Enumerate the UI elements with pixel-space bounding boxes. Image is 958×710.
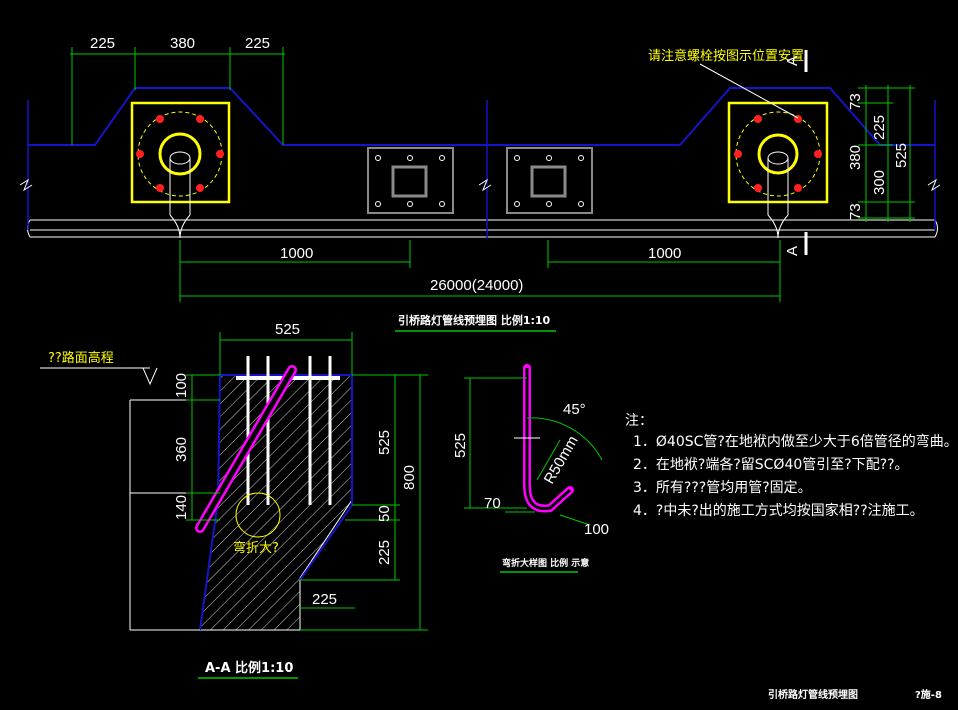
bend-title: 弯折大样图 比例 示意 (502, 557, 589, 569)
section-title: A-A 比例1:10 (205, 660, 293, 676)
bend-dim-100: 100 (584, 521, 609, 538)
bottom-dimension-lines (179, 240, 781, 302)
bolt-callout: 请注意螺栓按图示位置安置 (648, 48, 804, 64)
section-left-dim-100: 100 (173, 373, 190, 398)
note-4: 4．?中未?出的施工方式均按国家相??注施工。 (633, 502, 924, 519)
section-right-dim-525: 525 (376, 430, 393, 455)
section-left-dim-360: 360 (173, 437, 190, 462)
bend-circle (235, 492, 281, 538)
top-dim-2: 380 (170, 35, 195, 52)
anchor-box-right (727, 101, 829, 239)
bend-dim-70: 70 (484, 495, 501, 512)
section-dimension-lines (186, 332, 428, 631)
svg-text:A: A (784, 56, 801, 66)
svg-text:A: A (784, 246, 801, 256)
sheet-number: ?施-8 (915, 688, 942, 701)
footer-title: 引桥路灯管线预埋图 (768, 688, 858, 701)
section-bottom-dim: 225 (312, 591, 337, 608)
section-mark-top: A (784, 50, 808, 72)
right-dim-300: 300 (871, 170, 888, 195)
top-dimension-lines (70, 47, 285, 145)
callout-leader (699, 63, 799, 119)
note-2: 2．在地袱?端各?留SCØ40管引至?下配??。 (633, 456, 909, 473)
right-dim-380: 380 (847, 145, 864, 170)
bend-radius: R50mm (541, 433, 582, 487)
bend-angle: 45° (563, 401, 586, 418)
top-dim-1: 225 (90, 35, 115, 52)
section-top-dim: 525 (275, 321, 300, 338)
bottom-dim-left: 1000 (280, 245, 313, 262)
bend-dim-525: 525 (452, 433, 469, 458)
plan-view: 225 380 225 请注意螺栓按图示位置安置 A A 73 225 380 (19, 35, 941, 332)
section-right-dim-50: 50 (376, 505, 393, 522)
section-left-dim-140: 140 (173, 495, 190, 520)
section-right-dim-800: 800 (401, 465, 418, 490)
section-view: 弯折大? ??路面高程 525 100 360 140 525 (40, 321, 428, 679)
top-dim-3: 225 (245, 35, 270, 52)
title-block: 引桥路灯管线预埋图 ?施-8 (768, 688, 942, 701)
base-plate-left (367, 147, 454, 214)
bottom-dim-right: 1000 (648, 245, 681, 262)
rail-lines (27, 219, 938, 238)
bottom-dim-total: 26000(24000) (430, 277, 523, 294)
right-dim-525: 525 (893, 143, 910, 168)
break-marks (19, 178, 941, 192)
notes-heading: 注： (625, 413, 653, 429)
right-dimension-lines (858, 85, 915, 222)
anchor-box-left (130, 101, 231, 239)
note-3: 3．所有???管均用管?固定。 (633, 480, 812, 496)
section-mark-bottom: A (784, 232, 808, 256)
right-dim-73-top: 73 (847, 93, 864, 110)
plinth-outline (28, 87, 935, 146)
notes: 注： 1．Ø40SC管?在地袱内做至少大于6倍管径的弯曲。 2．在地袱?端各?留… (625, 413, 958, 519)
road-level-label: ??路面高程 (48, 350, 114, 366)
right-dim-73-bottom: 73 (847, 203, 864, 220)
bend-label: 弯折大? (233, 540, 279, 556)
section-right-dim-225: 225 (376, 540, 393, 565)
right-dim-225: 225 (871, 115, 888, 140)
base-plate-right (506, 147, 593, 214)
bend-detail: 525 70 100 45° R50mm 弯折大样图 比例 示意 (452, 364, 609, 573)
plan-title: 引桥路灯管线预埋图 比例1:10 (398, 313, 551, 327)
note-1: 1．Ø40SC管?在地袱内做至少大于6倍管径的弯曲。 (633, 433, 958, 450)
